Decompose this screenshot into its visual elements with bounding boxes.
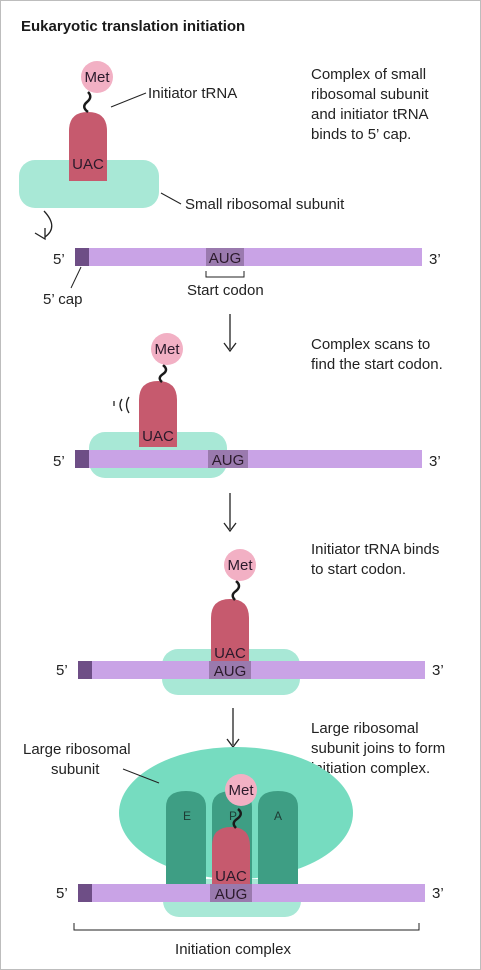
stage-4: Large ribosomal subunit joins to form in…	[23, 720, 445, 958]
three-prime-label: 3’	[432, 885, 444, 902]
three-prime-label: 3’	[429, 453, 441, 470]
met-amino-acid	[224, 549, 256, 581]
step-2-text-line-2: find the start codon.	[311, 356, 443, 373]
anticodon-label: UAC	[214, 645, 246, 662]
five-prime-label: 5’	[56, 662, 68, 679]
five-cap-leader	[70, 266, 82, 289]
large-subunit-leader	[122, 768, 160, 784]
met-label: Met	[228, 782, 254, 799]
initiator-trna-label: Initiator tRNA	[148, 85, 237, 102]
initiator-trna-body	[69, 112, 107, 181]
five-prime-label: 5’	[56, 885, 68, 902]
step-1-text-line-4: binds to 5’ cap.	[311, 126, 411, 143]
mrna-strand	[75, 450, 422, 468]
step-4-text-line-2: subunit joins to form	[311, 740, 445, 757]
met-label: Met	[154, 341, 180, 358]
five-prime-cap	[75, 248, 89, 266]
trna-linker	[232, 808, 242, 829]
p-site-label: P	[229, 809, 237, 823]
step-arrow-1	[223, 314, 237, 353]
start-codon-bracket	[205, 271, 245, 278]
initiator-trna-body	[211, 599, 249, 663]
met-label: Met	[84, 69, 110, 86]
stage-2: Complex scans to find the start codon. M…	[53, 333, 443, 478]
initiation-complex-bracket	[73, 923, 420, 931]
initiation-complex-label: Initiation complex	[175, 941, 291, 958]
trna-linker	[231, 580, 241, 601]
step-arrow-3	[226, 708, 240, 749]
stage-1: Complex of small ribosomal subunit and i…	[19, 61, 441, 308]
anticodon-label: UAC	[72, 156, 104, 173]
scan-motion-arc-2	[125, 396, 130, 414]
three-prime-label: 3’	[432, 662, 444, 679]
anticodon-label: UAC	[142, 428, 174, 445]
step-4-text-line-3: initiation complex.	[311, 760, 430, 777]
large-subunit-label-line-1: Large ribosomal	[23, 741, 131, 758]
aug-codon-box	[208, 450, 248, 468]
small-subunit-leader	[160, 192, 182, 205]
step-4-text-line-1: Large ribosomal	[311, 720, 419, 737]
aug-codon-box	[206, 248, 244, 266]
codon-label: AUG	[214, 663, 247, 680]
trna-linker	[83, 91, 92, 114]
a-site	[258, 791, 298, 889]
curved-arrow-head	[34, 228, 46, 241]
scan-motion-arc-1	[119, 398, 123, 412]
small-subunit	[19, 160, 159, 208]
step-1-text-line-2: ribosomal subunit	[311, 86, 429, 103]
five-prime-cap	[78, 884, 92, 902]
mrna-strand	[75, 248, 422, 266]
anticodon-label: UAC	[215, 868, 247, 885]
step-2-text-line-1: Complex scans to	[311, 336, 430, 353]
initiator-trna-body	[139, 381, 177, 447]
five-prime-cap	[75, 450, 89, 468]
step-1-text-line-3: and initiator tRNA	[311, 106, 429, 123]
five-prime-label: 5’	[53, 251, 65, 268]
start-codon-label: Start codon	[187, 282, 264, 299]
codon-label: AUG	[212, 452, 245, 469]
step-3-text-line-2: to start codon.	[311, 561, 406, 578]
met-label: Met	[227, 557, 253, 574]
met-amino-acid	[81, 61, 113, 93]
five-cap-label: 5’ cap	[43, 291, 82, 308]
stage-3: Initiator tRNA binds to start codon. Met…	[56, 541, 444, 695]
codon-label: AUG	[209, 250, 242, 267]
e-site-label: E	[183, 809, 191, 823]
a-site-label: A	[274, 809, 282, 823]
aug-codon-box	[210, 884, 252, 902]
met-amino-acid	[225, 774, 257, 806]
step-arrow-2	[223, 493, 237, 533]
codon-label: AUG	[215, 886, 248, 903]
step-1-text-line-1: Complex of small	[311, 66, 426, 83]
diagram-title: Eukaryotic translation initiation	[21, 18, 245, 35]
binding-curved-arrow	[43, 210, 53, 238]
initiator-trna-leader	[110, 92, 147, 108]
five-prime-label: 5’	[53, 453, 65, 470]
initiator-trna-body	[212, 827, 250, 889]
mrna-strand	[78, 661, 425, 679]
step-3-text-line-1: Initiator tRNA binds	[311, 541, 439, 558]
trna-linker	[158, 364, 168, 383]
three-prime-label: 3’	[429, 251, 441, 268]
e-site	[166, 791, 206, 889]
five-prime-cap	[78, 661, 92, 679]
small-subunit-label: Small ribosomal subunit	[185, 196, 345, 213]
met-amino-acid	[151, 333, 183, 365]
large-subunit-label-line-2: subunit	[51, 761, 100, 778]
aug-codon-box	[209, 661, 251, 679]
